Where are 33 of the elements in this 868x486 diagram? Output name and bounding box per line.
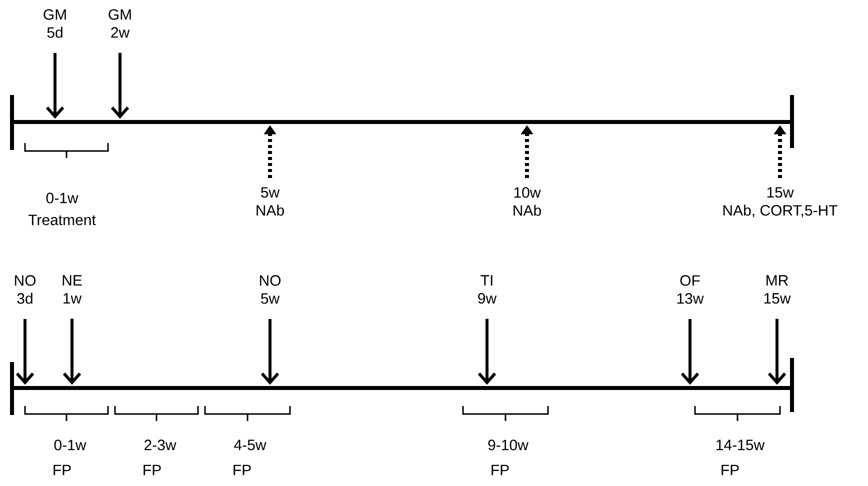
period-label: FP (144, 464, 161, 476)
time-label: NO 3d (14, 275, 36, 304)
arrow (110, 52, 130, 119)
arrow (680, 319, 700, 385)
arrow (16, 319, 34, 385)
time-label: 10w NAb (514, 187, 541, 216)
time-label: NO 5w (260, 275, 281, 304)
period-label: 2-3w (144, 440, 176, 450)
period-label: 0-1w (46, 192, 78, 204)
arrow (768, 318, 786, 385)
arrow (62, 318, 82, 385)
arrow (260, 319, 280, 385)
period-label: 4-5w (234, 440, 266, 450)
time-label: OF 13w (677, 275, 704, 304)
period-label: Treatment (28, 214, 96, 226)
period-label: FP (722, 464, 739, 476)
time-label: GM 2w (108, 9, 131, 38)
period-label: 14-15w (716, 440, 765, 450)
period-label: 9-10w (488, 440, 528, 450)
time-label: MR 15w (764, 275, 791, 304)
time-label: GM 5d (44, 9, 66, 38)
time-label: 5w NAb (256, 187, 284, 216)
period-label: FP (234, 464, 251, 476)
timeline-bar (12, 120, 792, 124)
arrow (478, 318, 496, 385)
time-label: TI 9w (478, 275, 497, 304)
time-label: NE 1w (62, 275, 82, 304)
period-label: FP (492, 464, 509, 476)
period-label: FP (54, 464, 71, 476)
time-label: 15w NAb, CORT,5-HT (723, 187, 838, 218)
arrow (46, 53, 64, 119)
timeline-bar (12, 386, 792, 390)
period-label: 0-1w (54, 440, 86, 450)
